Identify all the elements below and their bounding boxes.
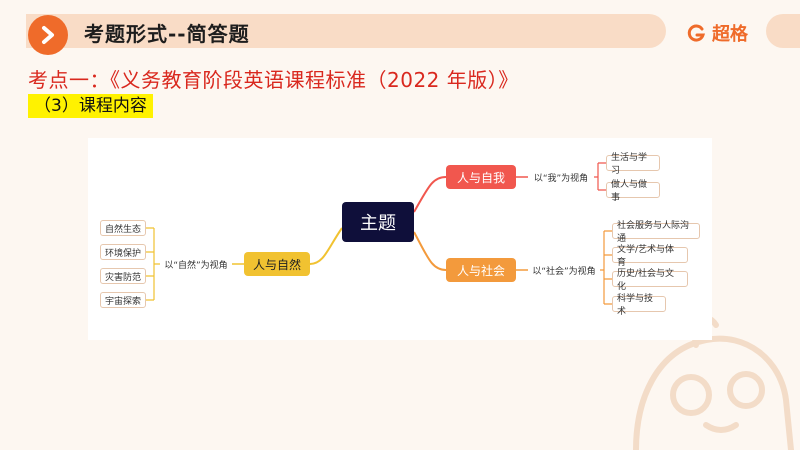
brand-logo: 超格 (686, 20, 748, 46)
connector-root-society (413, 231, 447, 271)
subtitle: 考点一：《义务教育阶段英语课程标准（2022 年版）》 (28, 68, 519, 92)
connector-root-self (413, 176, 447, 213)
connector-self-leaves (594, 162, 606, 191)
leaf-society-3: 历史/社会与文化 (612, 269, 688, 292)
connector-society-leaves (600, 230, 612, 305)
leaf-society-1: 社会服务与人际沟通 (612, 221, 700, 244)
branch-nature-perspective: 以“自然”为视角 (164, 260, 228, 271)
brand-g-icon (687, 24, 706, 42)
leaf-society-4: 科学与技术 (612, 294, 666, 317)
connector-root-nature (309, 227, 343, 265)
header-right-cap (766, 14, 800, 48)
brand-name: 超格 (712, 24, 748, 45)
branch-self-perspective: 以“我”为视角 (533, 173, 589, 184)
leaf-nature-1: 自然生态 (100, 220, 146, 236)
branch-self: 人与自我 (446, 165, 516, 189)
header-background (26, 14, 666, 48)
mind-map-root: 主题 (342, 202, 414, 242)
leaf-self-2: 做人与做事 (606, 180, 660, 203)
leaf-nature-4: 宇宙探索 (100, 292, 146, 308)
header-bar: 考题形式--简答题 超格 (0, 0, 800, 62)
branch-society: 人与社会 (446, 258, 516, 282)
leaf-nature-3: 灾害防范 (100, 268, 146, 284)
branch-society-perspective: 以“社会”为视角 (532, 266, 596, 277)
leaf-nature-2: 环境保护 (100, 244, 146, 260)
mind-map-connectors (146, 162, 612, 305)
page-title: 考题形式--简答题 (84, 22, 250, 46)
connector-nature-leaves (146, 227, 160, 301)
branch-nature: 人与自然 (244, 252, 310, 276)
chevron-right-icon (28, 15, 68, 55)
leaf-society-2: 文学/艺术与体育 (612, 245, 688, 268)
mind-map: 主题 人与自我 以“我”为视角 生活与学习 做人与做事 人与社会 以“社会”为视… (88, 138, 712, 340)
leaf-self-1: 生活与学习 (606, 153, 660, 176)
section-label: （3）课程内容 (28, 94, 153, 118)
